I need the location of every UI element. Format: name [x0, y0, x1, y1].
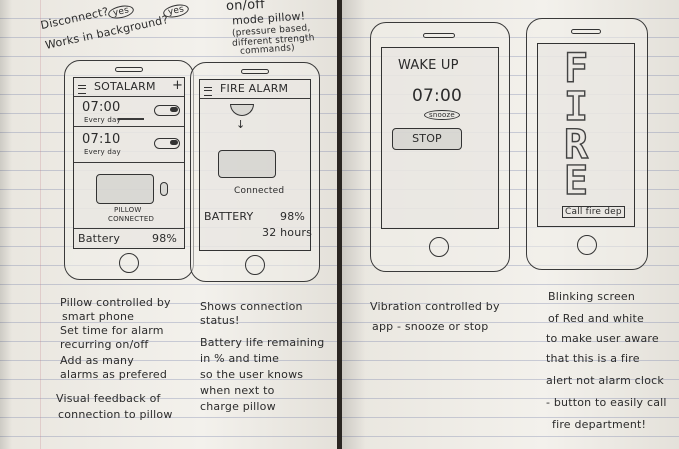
note-line: to make user aware [546, 332, 659, 345]
connected-label: CONNECTED [108, 215, 155, 223]
note-line: so the user knows [200, 368, 304, 381]
battery-value: 98% [152, 232, 178, 245]
note-line: fire department! [552, 418, 647, 431]
page-shadow [0, 0, 12, 449]
note-line: Set time for alarm [60, 324, 164, 337]
note-line: alert not alarm clock [546, 374, 664, 387]
wake-up-title: WAKE UP [398, 58, 459, 73]
note-line: app - snooze or stop [372, 320, 489, 333]
toggle-knob [170, 140, 178, 145]
notebook-page-right: WAKE UP 07:00 snooze STOP F I R E Call f… [342, 0, 679, 449]
note-line: in % and time [200, 352, 280, 365]
snooze-button[interactable]: snooze [424, 110, 460, 120]
battery-value: 98% [280, 210, 306, 223]
app-title: FIRE ALARM [220, 82, 289, 95]
battery-label: Battery [78, 232, 121, 245]
divider [118, 118, 144, 120]
note-line: that this is a fire [546, 352, 640, 365]
screen: FIRE ALARM ↓ Connected BATTERY 98% 32 ho… [199, 79, 313, 251]
add-alarm-button[interactable]: + [172, 78, 184, 93]
divider [74, 162, 184, 164]
speaker-grille [423, 33, 455, 38]
fire-letter: R [563, 121, 589, 168]
note-line: Vibration controlled by [370, 300, 500, 313]
badge-yes: yes [107, 3, 136, 21]
note-line: when next to [200, 384, 275, 397]
note-line: Add as many [60, 354, 134, 367]
notebook-page-left: Disconnect? yes Works in background? yes… [0, 0, 337, 449]
connected-label: Connected [234, 186, 285, 196]
home-button[interactable] [245, 255, 265, 275]
note-line: - button to easily call [546, 396, 667, 409]
note-line: Blinking screen [548, 290, 636, 303]
divider [74, 228, 184, 230]
note-line: of Red and white [548, 312, 644, 325]
fire-letter: E [563, 157, 589, 204]
note-line: Pillow controlled by [60, 296, 171, 309]
phone-sketch-wake-up: WAKE UP 07:00 snooze STOP [370, 22, 510, 272]
pillow-illustration [218, 150, 276, 178]
note-line: Visual feedback of [56, 392, 161, 405]
divider [74, 96, 184, 98]
badge-yes: yes [162, 2, 191, 20]
app-title: SOTALARM [94, 80, 156, 93]
arrow-down-icon: ↓ [236, 118, 246, 131]
alarm-toggle[interactable] [154, 138, 180, 149]
menu-icon[interactable] [78, 85, 86, 94]
stop-button[interactable]: STOP [392, 128, 462, 150]
speaker-grille [241, 69, 269, 74]
note-line: status! [200, 314, 240, 327]
phone-sketch-fire-alarm: FIRE ALARM ↓ Connected BATTERY 98% 32 ho… [190, 62, 320, 282]
screen: SOTALARM + 07:00 Every day 07:10 Every d… [73, 77, 185, 249]
pillow-illustration [96, 174, 154, 204]
hours-value: 32 hours [262, 226, 313, 239]
screen: F I R E Call fire dep [537, 43, 635, 227]
alarm-time: 07:00 [412, 86, 462, 106]
note-line: alarms as prefered [60, 368, 168, 381]
screen: WAKE UP 07:00 snooze STOP [381, 47, 499, 229]
phone-icon [160, 182, 168, 196]
home-button[interactable] [429, 237, 449, 257]
home-button[interactable] [119, 253, 139, 273]
note-line: Shows connection [200, 300, 303, 313]
page-margin-line [40, 0, 41, 449]
note-line: recurring on/off [60, 338, 149, 351]
note-line: charge pillow [200, 400, 276, 413]
speaker-grille [571, 29, 601, 34]
battery-label: BATTERY [204, 210, 254, 223]
menu-icon[interactable] [204, 87, 212, 96]
fire-letter: I [563, 83, 589, 130]
note-line: connection to pillow [58, 408, 173, 421]
home-button[interactable] [577, 235, 597, 255]
divider [200, 98, 310, 100]
alarm-repeat: Every day [84, 148, 121, 156]
toggle-knob [170, 107, 178, 112]
note-line: smart phone [62, 310, 135, 323]
page-shadow [342, 0, 366, 449]
phone-sketch-alarm-list: SOTALARM + 07:00 Every day 07:10 Every d… [64, 60, 194, 280]
alarm-repeat: Every day [84, 116, 121, 124]
alarm-time[interactable]: 07:00 [82, 100, 121, 115]
alarm-toggle[interactable] [154, 105, 180, 116]
call-fire-department-button[interactable]: Call fire dep [562, 206, 625, 218]
phone-sketch-fire-screen: F I R E Call fire dep [526, 18, 648, 270]
fire-letter: F [563, 45, 589, 92]
speaker-grille [115, 67, 143, 72]
alarm-time[interactable]: 07:10 [82, 132, 121, 147]
divider [74, 126, 184, 128]
note-line: Battery life remaining [200, 336, 325, 349]
pillow-label: PILLOW [114, 206, 142, 214]
smoke-detector-icon [230, 104, 254, 116]
